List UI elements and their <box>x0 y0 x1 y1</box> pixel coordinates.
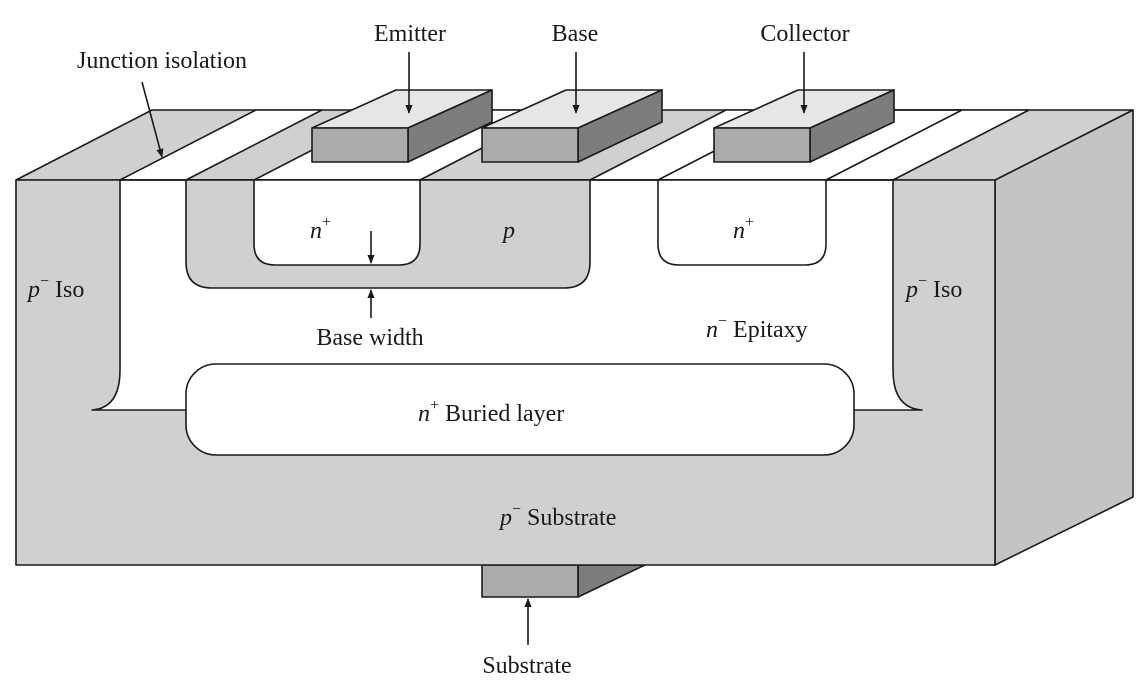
base-label: Base <box>552 21 599 47</box>
base-region-label: p <box>501 218 515 244</box>
base-width-label: Base width <box>316 325 423 351</box>
right-iso-label: p− Iso <box>904 273 962 303</box>
substrate-contact <box>481 564 646 598</box>
substrate-region-label: p− Substrate <box>498 501 616 531</box>
collector-region-label: n+ <box>733 214 754 244</box>
substrate-contact-front <box>481 564 579 598</box>
block-side-face <box>994 109 1134 566</box>
emitter-label: Emitter <box>374 21 446 47</box>
emitter-region-label: n+ <box>310 214 331 244</box>
junction-isolation-arrow <box>141 81 164 158</box>
buried-layer-label: n+ Buried layer <box>418 397 564 427</box>
emitter-contact <box>311 89 493 163</box>
junction-isolation-label: Junction isolation <box>77 48 247 74</box>
substrate-contact-side <box>577 564 646 598</box>
epitaxy-label: n− Epitaxy <box>706 313 808 343</box>
left-iso-label: p− Iso <box>26 273 84 303</box>
substrate-contact-label: Substrate <box>482 653 571 679</box>
collector-label: Collector <box>760 21 849 47</box>
emitter-region <box>253 179 421 266</box>
buried-layer <box>185 363 855 456</box>
collector-region <box>657 179 827 266</box>
base-contact <box>481 89 663 163</box>
